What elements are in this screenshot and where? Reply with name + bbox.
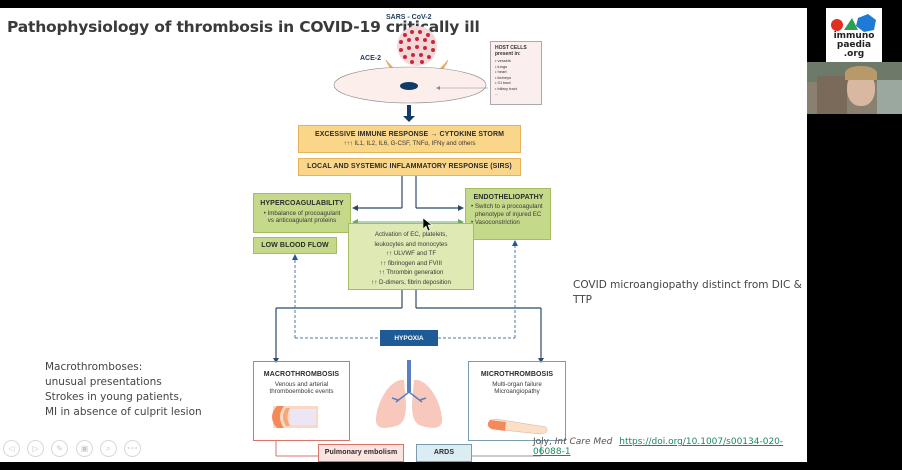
- activation-line: ↑↑ Thrombin generation: [378, 269, 444, 276]
- host-cell-item: • lungs: [495, 63, 508, 69]
- host-cell-item: • biliary tract: [495, 85, 517, 91]
- logo-line: paedia: [836, 40, 872, 50]
- microthrombosis-line: Microangiopathy: [494, 388, 540, 395]
- chevron-right-icon: ▷: [32, 444, 39, 453]
- endotheliopathy-title: ENDOTHELIOPATHY: [473, 194, 544, 201]
- citation-journal: Int Care Med: [554, 437, 613, 447]
- macrothrombosis-box: MACROTHROMBOSIS Venous and arterial thro…: [253, 361, 350, 441]
- macrothrombosis-line: thromboembolic events: [269, 388, 334, 395]
- microthrombosis-title: MICROTHROMBOSIS: [480, 371, 554, 378]
- activation-line: leukocytes and monocytes: [374, 240, 448, 248]
- hypercoagulability-line: vs anticoagulant proteins: [267, 217, 337, 224]
- previous-slide-button[interactable]: ◁: [3, 440, 20, 457]
- side-note-right: COVID microangiopathy distinct from DIC …: [573, 279, 802, 306]
- host-cell-item: • GI tract: [495, 80, 511, 85]
- presenter-webcam: [807, 62, 902, 114]
- logo-line: immuno: [833, 31, 875, 41]
- pulmonary-embolism-label: Pulmonary embolism: [324, 449, 398, 456]
- host-cell-item: • heart: [495, 69, 507, 74]
- sirs-box: LOCAL AND SYSTEMIC INFLAMMATORY RESPONSE…: [298, 158, 521, 176]
- logo-text: immuno paedia .org: [826, 32, 882, 59]
- side-note-left: Macrothromboses: unusual presentations S…: [45, 360, 202, 420]
- pulmonary-embolism-box: Pulmonary embolism: [318, 444, 404, 462]
- artery-icon: [272, 406, 318, 428]
- side-note-line: unusual presentations: [45, 376, 162, 388]
- hypercoagulability-box: HYPERCOAGULABILITY • Imbalance of procoa…: [253, 193, 351, 233]
- zoom-button[interactable]: ⌕: [100, 440, 117, 457]
- immunopaedia-logo: immuno paedia .org: [826, 8, 882, 62]
- low-blood-flow-label: LOW BLOOD FLOW: [261, 242, 329, 249]
- slides-icon: ▣: [80, 444, 89, 453]
- hypercoagulability-line: • Imbalance of procoagulant: [263, 210, 341, 217]
- slide-title: Pathophysiology of thrombosis in COVID-1…: [7, 18, 480, 36]
- low-blood-flow-box: LOW BLOOD FLOW: [253, 237, 337, 254]
- endotheliopathy-box: ENDOTHELIOPATHY • Switch to a procoagula…: [465, 188, 551, 240]
- pen-tool-button[interactable]: ✎: [51, 440, 68, 457]
- microthrombosis-box: MICROTHROMBOSIS Multi-organ failure Micr…: [468, 361, 566, 441]
- cytokine-storm-detail: ↑↑↑ IL1, IL2, IL6, G-CSF, TNFα, IFNγ and…: [343, 140, 476, 147]
- side-note-line: MI in absence of culprit lesion: [45, 406, 202, 418]
- citation-author: Joly,: [533, 437, 555, 447]
- logo-shapes-icon: [831, 14, 876, 32]
- diagram-connectors: [272, 26, 548, 457]
- logo-line: .org: [843, 49, 865, 59]
- activation-line: ↑↑ fibrinogen and FVIII: [380, 259, 442, 267]
- macrothrombosis-line: Venous and arterial: [274, 381, 329, 388]
- citation: Joly, Int Care Med https://doi.org/10.10…: [533, 437, 807, 457]
- cytokine-storm-title: EXCESSIVE IMMUNE RESPONSE → CYTOKINE STO…: [314, 131, 505, 138]
- receptor-label: ACE-2: [360, 55, 382, 62]
- citation-link[interactable]: https://doi.org/10.1007/s00134-020-06088…: [533, 437, 784, 457]
- activation-line: Activation of EC, platelets,: [374, 231, 448, 238]
- next-slide-button[interactable]: ▷: [27, 440, 44, 457]
- activation-box: Activation of EC, platelets, leukocytes …: [348, 223, 474, 290]
- endotheliopathy-line: • Switch to a procoagulant: [471, 203, 543, 210]
- see-all-slides-button[interactable]: ▣: [76, 440, 93, 457]
- sirs-label: LOCAL AND SYSTEMIC INFLAMMATORY RESPONSE…: [307, 163, 512, 170]
- host-cell-item: • vessels: [495, 58, 511, 63]
- endotheliopathy-line: • Vasoconstriction: [471, 219, 520, 226]
- chevron-left-icon: ◁: [8, 444, 15, 453]
- endotheliopathy-line: phenotype of injured EC: [475, 211, 542, 218]
- host-cells-box: HOST CELLS present in: • vessels • lungs…: [490, 41, 542, 105]
- more-options-button[interactable]: ∘∘∘: [124, 440, 141, 457]
- side-note-line: Strokes in young patients,: [45, 391, 183, 403]
- activation-line: ↑↑ ULVWF and TF: [385, 250, 437, 257]
- ards-label: ARDS: [433, 449, 455, 456]
- ards-box: ARDS: [416, 444, 472, 462]
- hypercoagulability-title: HYPERCOAGULABILITY: [260, 200, 344, 207]
- lungs-icon: [375, 360, 443, 428]
- macrothrombosis-title: MACROTHROMBOSIS: [263, 371, 340, 378]
- presentation-slide: Pathophysiology of thrombosis in COVID-1…: [0, 8, 807, 462]
- activation-line: ↑↑ D-dimers, fibrin deposition: [371, 278, 451, 286]
- host-cell-item: • kidneys: [495, 74, 512, 80]
- microthrombosis-line: Multi-organ failure: [492, 381, 542, 388]
- host-cells-subtitle: present in:: [495, 51, 521, 57]
- side-note-line: Macrothromboses:: [45, 361, 143, 373]
- host-cells-title: HOST CELLS: [495, 45, 527, 51]
- host-cell-item: ...: [495, 91, 499, 96]
- capillary-icon: [487, 418, 548, 435]
- cytokine-storm-box: EXCESSIVE IMMUNE RESPONSE → CYTOKINE STO…: [298, 125, 521, 153]
- hypoxia-label: HYPOXIA: [394, 334, 424, 342]
- hypoxia-box: HYPOXIA: [380, 330, 438, 346]
- magnifier-icon: ⌕: [106, 443, 111, 453]
- virus-label: SARS - CoV-2: [386, 14, 432, 21]
- pen-icon: ✎: [56, 444, 63, 453]
- mouse-cursor-icon: [423, 218, 433, 232]
- ellipsis-icon: ∘∘∘: [126, 446, 139, 452]
